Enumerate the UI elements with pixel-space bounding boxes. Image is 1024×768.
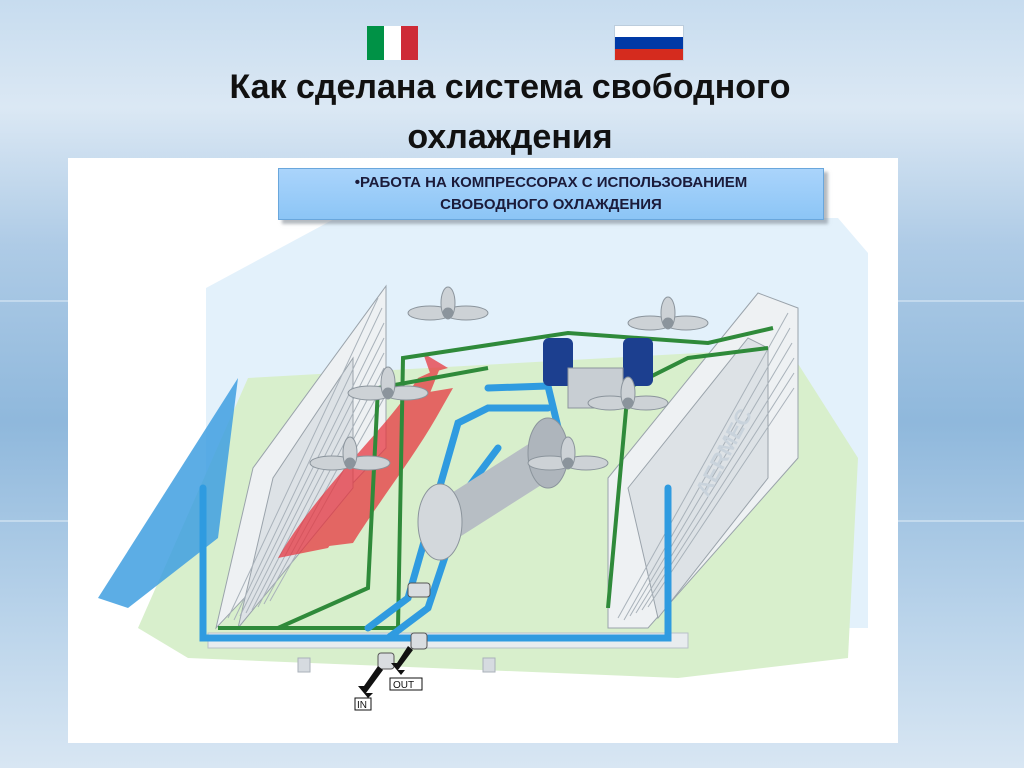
air-inlet-flow <box>98 378 238 608</box>
flag-stripe <box>615 26 683 38</box>
flag-stripe <box>615 37 683 49</box>
mode-caption-line: СВОБОДНОГО ОХЛАЖДЕНИЯ <box>440 196 662 213</box>
flag-stripe <box>615 48 683 60</box>
base-foot <box>297 657 311 673</box>
port-in: IN <box>354 666 383 711</box>
mode-caption: •РАБОТА НА КОМПРЕССОРАХ С ИСПОЛЬЗОВАНИЕМ… <box>278 168 824 220</box>
page-title-line: Как сделана система свободного <box>229 68 791 106</box>
right-coil-bank: AERMEC <box>607 292 799 629</box>
base-foot <box>482 657 496 673</box>
valve-icon <box>377 582 431 670</box>
port-in-label: IN <box>357 700 367 711</box>
page-title-line: охлаждения <box>407 118 613 156</box>
mode-caption-line: •РАБОТА НА КОМПРЕССОРАХ С ИСПОЛЬЗОВАНИЕМ <box>354 174 748 191</box>
port-out: OUT <box>389 646 423 691</box>
fan-icon <box>309 286 709 471</box>
flag-stripe <box>367 26 384 60</box>
russia-flag-icon[interactable] <box>615 26 683 60</box>
flag-stripe <box>401 26 418 60</box>
free-cooling-diagram: AERMEC <box>98 218 868 711</box>
flag-stripe <box>384 26 401 60</box>
italy-flag-icon[interactable] <box>367 26 418 60</box>
page-title: Как сделана система свободного охлаждени… <box>150 62 870 162</box>
port-out-label: OUT <box>393 680 414 691</box>
